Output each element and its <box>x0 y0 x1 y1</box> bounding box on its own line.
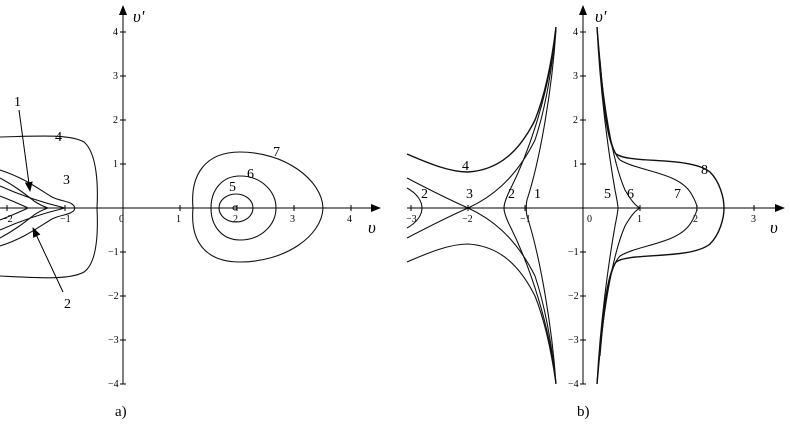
panel-a-curve-2-lower <box>0 207 66 231</box>
panel-b-x-tick: 3 <box>751 214 756 225</box>
panel-a-curve-1-lower <box>0 207 49 239</box>
panel-a-curve-6 <box>210 175 277 241</box>
panel-a-y-tick: −1 <box>108 247 119 258</box>
panel-b: −3 −2 −1 0 1 2 3 4 3 2 1 −1 −2 −3 −4 <box>406 5 785 420</box>
panel-b-curve-6 <box>596 26 642 385</box>
panel-b-label-2-right: 2 <box>508 187 515 202</box>
panel-b-y-tick: −1 <box>568 247 579 258</box>
panel-b-y-tick: 2 <box>573 115 578 126</box>
panel-b-label-6: 6 <box>627 187 634 202</box>
panel-a-x-tick: 2 <box>233 214 238 225</box>
panel-a-curve-1-upper <box>0 177 49 209</box>
panel-b-y-tick: 4 <box>573 27 578 38</box>
panel-a-inner-curve <box>0 195 30 221</box>
panel-a-y-tick: 2 <box>113 115 118 126</box>
panel-b-curve-labels: 2 3 4 2 1 5 6 7 8 <box>421 159 708 202</box>
panel-b-x-tick: −1 <box>520 214 531 225</box>
panel-a-label-3: 3 <box>63 173 70 188</box>
panel-b-separatrix-lower <box>406 177 557 385</box>
panel-a-label-4: 4 <box>55 130 62 145</box>
panel-b-y-axis-label: υ' <box>595 7 607 26</box>
panel-a-label-arrows <box>18 109 64 293</box>
panel-b-y-tick: −4 <box>568 379 579 390</box>
panel-b-right-curves <box>596 26 725 385</box>
panel-b-separatrix-upper <box>406 26 557 239</box>
panel-a-closed-orbits <box>192 151 324 263</box>
panel-b-x-ticks: −3 −2 −1 0 1 2 3 <box>406 205 756 225</box>
panel-b-y-tick: 1 <box>573 159 578 170</box>
panel-b-y-ticks: 4 3 2 1 −1 −2 −3 −4 <box>568 27 586 390</box>
panel-a-x-axis-label: υ <box>368 218 376 237</box>
panel-a-orbit-center <box>232 205 238 211</box>
panel-a-x-tick: 4 <box>347 214 352 225</box>
panel-b-label-7: 7 <box>674 187 681 202</box>
panel-a-y-tick: −2 <box>108 291 119 302</box>
panel-a-label-2-arrow <box>32 227 64 293</box>
panel-a-label-1: 1 <box>14 95 21 110</box>
panel-a-curve-labels: 1 2 3 4 5 6 7 <box>14 95 280 312</box>
panel-b-label-4: 4 <box>462 159 469 174</box>
panel-b-x-tick: 1 <box>637 214 642 225</box>
panel-b-x-tick: 0 <box>587 214 592 225</box>
panel-a-curve-7 <box>192 151 324 263</box>
panel-b-curve-4-lower <box>406 243 557 385</box>
panel-b-x-tick: 2 <box>693 214 698 225</box>
panel-a-label-1-arrow <box>18 109 33 192</box>
panel-b-x-tick: −3 <box>406 214 417 225</box>
panel-a-label-7: 7 <box>273 145 280 160</box>
panel-b-curve-4-upper <box>406 26 557 173</box>
panel-b-curve-1 <box>525 29 557 385</box>
panel-a-y-tick: −4 <box>108 379 119 390</box>
panel-b-y-tick: −3 <box>568 335 579 346</box>
panel-b-curve-8 <box>596 26 725 385</box>
panel-a: −2 −1 0 1 2 3 4 4 3 2 1 −1 −2 −3 −4 <box>0 5 381 420</box>
panel-b-curve-7 <box>599 59 698 357</box>
panel-a-x-tick: 3 <box>290 214 295 225</box>
panel-b-left-curves <box>406 26 557 385</box>
panel-a-x-tick: −2 <box>2 214 13 225</box>
panel-b-label-2-left: 2 <box>421 187 428 202</box>
panel-a-label-5: 5 <box>229 180 236 195</box>
panel-b-y-tick: −2 <box>568 291 579 302</box>
panel-a-y-tick: −3 <box>108 335 119 346</box>
panel-a-x-tick: −1 <box>60 214 71 225</box>
panel-a-left-curves <box>0 135 98 279</box>
panel-b-y-tick: 3 <box>573 71 578 82</box>
panel-b-x-axis-label: υ <box>770 218 778 237</box>
panel-a-y-axis-label: υ' <box>133 7 145 26</box>
panel-a-curve-3 <box>0 169 76 247</box>
panel-a-y-tick: 3 <box>113 71 118 82</box>
panel-b-curve-2-left <box>406 187 423 229</box>
panel-a-y-tick: 1 <box>113 159 118 170</box>
panel-a-label-2: 2 <box>64 297 71 312</box>
panel-b-label-3: 3 <box>466 187 473 202</box>
panel-a-label-6: 6 <box>247 167 254 182</box>
panel-b-label-1: 1 <box>534 187 541 202</box>
panel-a-curve-5 <box>218 193 254 223</box>
panel-b-label-8: 8 <box>701 163 708 178</box>
panel-a-curve-4 <box>0 135 98 279</box>
panel-b-label-5: 5 <box>604 187 611 202</box>
panel-b-curve-2-right <box>503 26 557 385</box>
panel-b-curve-5 <box>596 26 619 385</box>
panel-a-x-tick: 1 <box>176 214 181 225</box>
panel-a-curve-2-upper <box>0 185 66 209</box>
panel-a-caption: a) <box>115 404 127 420</box>
panel-b-x-tick: −2 <box>462 214 473 225</box>
panel-a-y-ticks: 4 3 2 1 −1 −2 −3 −4 <box>108 27 126 390</box>
panel-a-y-tick: 4 <box>113 27 118 38</box>
panel-a-x-tick: 0 <box>119 214 124 225</box>
panel-b-caption: b) <box>577 404 590 420</box>
